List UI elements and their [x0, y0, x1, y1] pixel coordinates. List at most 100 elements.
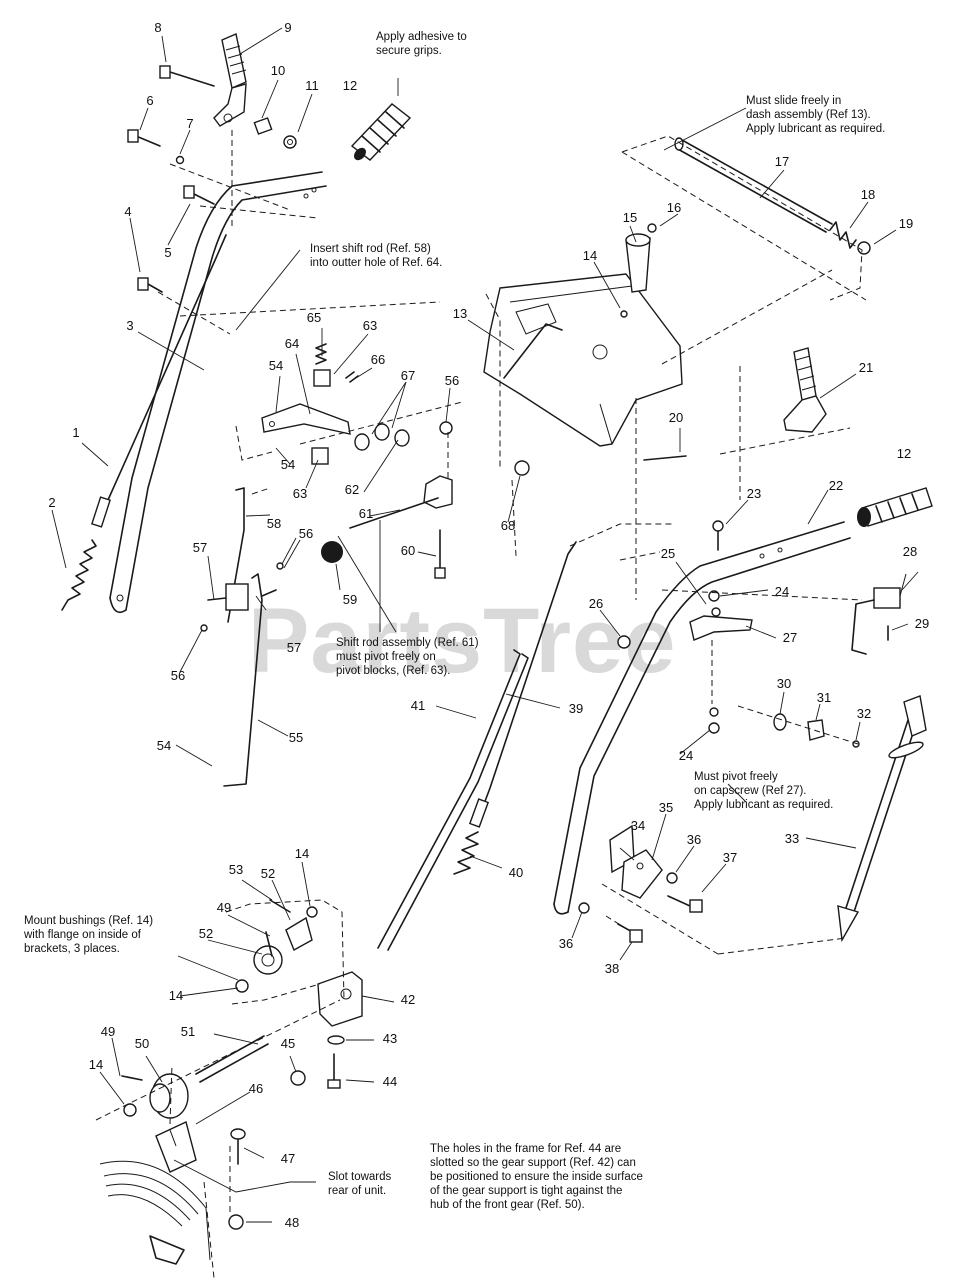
callout-39: 39 [569, 701, 583, 716]
callout-42: 42 [401, 992, 415, 1007]
callout-7: 7 [186, 116, 193, 131]
washer-36a [666, 872, 678, 884]
callout-17: 17 [775, 154, 789, 169]
washer-36b [578, 902, 590, 914]
callout-66: 66 [371, 352, 385, 367]
callout-4: 4 [124, 204, 131, 219]
control-cable [107, 234, 227, 501]
note-adhesive: Apply adhesive to secure grips. [376, 31, 470, 57]
callout-35: 35 [659, 800, 673, 815]
callout-9: 9 [284, 20, 291, 35]
dash-panel [483, 273, 683, 447]
handle-grip-12-top [350, 103, 412, 161]
lever-21 [793, 347, 817, 401]
callout-56-mid: 56 [299, 526, 313, 541]
washer-26 [617, 635, 631, 649]
spring-65 [315, 343, 327, 365]
bushing-14b [235, 979, 249, 993]
nut-24-lower [708, 722, 720, 734]
callout-27: 27 [783, 630, 797, 645]
callout-10: 10 [271, 63, 285, 78]
nut-14-dash [620, 310, 628, 318]
callout-41: 41 [411, 698, 425, 713]
watermark: PartsTree [248, 590, 676, 692]
callout-8: 8 [154, 20, 161, 35]
spring-40 [453, 831, 479, 875]
callout-14-b: 14 [169, 988, 183, 1003]
nut-68 [514, 460, 530, 476]
callout-61: 61 [359, 506, 373, 521]
right-handle [553, 521, 845, 905]
callout-38: 38 [605, 961, 619, 976]
callout-45: 45 [281, 1036, 295, 1051]
nut-45 [290, 1070, 306, 1086]
shift-rod [349, 497, 439, 529]
bolt-37 [667, 895, 691, 907]
nut-56-top [439, 421, 453, 435]
callout-16: 16 [667, 200, 681, 215]
clip-31 [807, 719, 825, 741]
note-shift-rod-pivot: Shift rod assembly (Ref. 61) must pivot … [336, 637, 482, 677]
callout-53: 53 [229, 862, 243, 877]
callout-56-low: 56 [171, 668, 185, 683]
spring-18 [829, 221, 857, 249]
callout-24-upper: 24 [775, 584, 789, 599]
switch-28 [873, 587, 901, 609]
washer-62 [394, 429, 410, 447]
gear-assembly [95, 649, 529, 1279]
callout-14-dash: 14 [583, 248, 597, 263]
screw-16 [647, 223, 657, 233]
note-insert-shift-rod: Insert shift rod (Ref. 58) into outter h… [310, 243, 442, 269]
callout-55: 55 [289, 730, 303, 745]
callout-24-lower: 24 [679, 748, 693, 763]
pivot-block-upper [313, 369, 331, 387]
note-pivot-capscrew: Must pivot freely on capscrew (Ref 27). … [694, 771, 833, 811]
left-handle [109, 171, 323, 599]
callout-5: 5 [164, 245, 171, 260]
callout-6: 6 [146, 93, 153, 108]
callout-34: 34 [631, 818, 645, 833]
callout-32: 32 [857, 706, 871, 721]
nut-11 [283, 135, 297, 149]
callout-14-a: 14 [295, 846, 309, 861]
right-handle-assembly [453, 269, 933, 955]
bracket-35 [621, 849, 663, 899]
callout-13: 13 [453, 306, 467, 321]
bolt-5 [183, 185, 215, 205]
callout-54-mid: 54 [281, 457, 295, 472]
washer-7 [175, 155, 185, 165]
shaft-51 [195, 1035, 265, 1075]
left-handle-assembly [61, 33, 441, 614]
callout-67: 67 [401, 368, 415, 383]
callout-25: 25 [661, 546, 675, 561]
callout-54-low: 54 [157, 738, 171, 753]
callout-57-right: 57 [287, 640, 301, 655]
leader-lines [51, 27, 919, 1223]
callout-22: 22 [829, 478, 843, 493]
washer-67a [354, 433, 370, 451]
bolt-8 [159, 65, 215, 87]
gear-support [317, 971, 363, 1027]
dash-assembly [483, 135, 871, 557]
bolt-6 [127, 129, 161, 147]
callout-40: 40 [509, 865, 523, 880]
callout-68: 68 [501, 518, 515, 533]
callout-52-right: 52 [261, 866, 275, 881]
bushing-14a [306, 906, 318, 918]
callout-15: 15 [623, 210, 637, 225]
callout-65: 65 [307, 310, 321, 325]
callout-26: 26 [589, 596, 603, 611]
callout-64: 64 [285, 336, 299, 351]
shaft-17 [675, 147, 827, 233]
callout-54-top: 54 [269, 358, 283, 373]
callout-28: 28 [903, 544, 917, 559]
note-slide-freely: Must slide freely in dash assembly (Ref … [746, 95, 885, 135]
shift-linkage [200, 343, 463, 787]
clean-out-tool [841, 707, 913, 921]
gear-52 [253, 916, 313, 975]
callout-36-upper: 36 [687, 832, 701, 847]
callout-1: 1 [72, 425, 79, 440]
nut-24-upper [708, 590, 720, 602]
handle-grip-12-right [857, 487, 933, 527]
